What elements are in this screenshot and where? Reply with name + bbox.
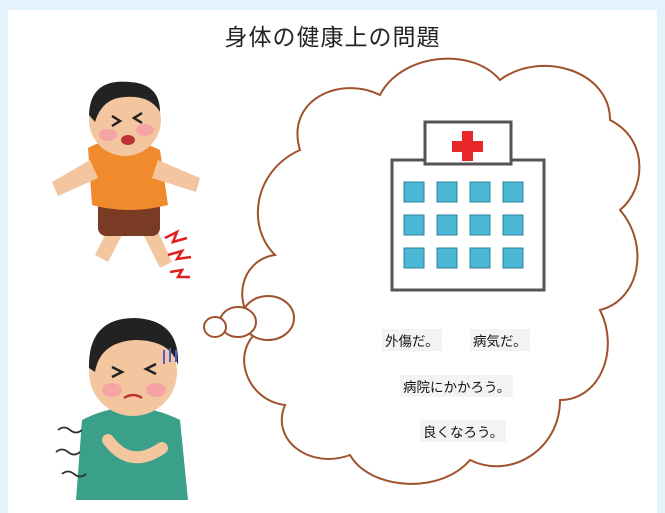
injured-boy-icon xyxy=(52,81,200,279)
caption-get-better: 良くなろう。 xyxy=(420,420,507,442)
page-title: 身体の健康上の問題 xyxy=(224,25,441,51)
caption-illness: 病気だ。 xyxy=(470,329,530,351)
caption-injury: 外傷だ。 xyxy=(382,329,442,351)
caption-see-doctor: 病院にかかろう。 xyxy=(400,375,514,397)
hospital-icon xyxy=(390,120,546,292)
sick-boy-icon xyxy=(55,318,188,500)
